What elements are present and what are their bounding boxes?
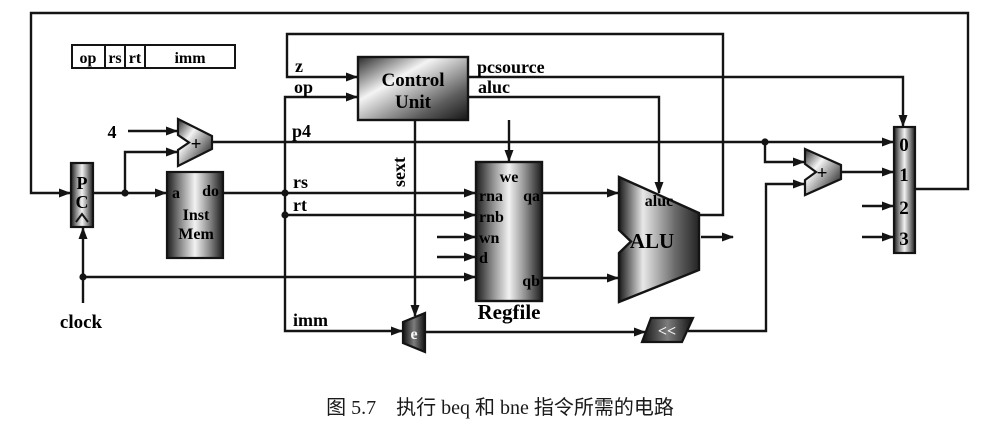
wire-z (285, 32, 725, 217)
extender-label: e (410, 326, 417, 343)
label-rt: rt (293, 195, 307, 215)
field-rs: rs (108, 50, 121, 67)
sign-extender-block: e (401, 311, 427, 354)
control-unit-block: Control Unit (356, 55, 470, 122)
control-unit-name-line1: Control (382, 70, 445, 91)
wire-bus-imm (283, 193, 403, 336)
regfile-port-qb: qb (522, 273, 540, 290)
pc-adder: + (176, 117, 214, 168)
regfile-port-rna: rna (479, 188, 503, 205)
regfile-port-d: d (479, 250, 488, 267)
alu-port-aluc: aluc (645, 193, 673, 210)
junction-dot (281, 211, 289, 219)
junction-dot (281, 189, 289, 197)
label-const4: 4 (108, 122, 117, 142)
label-clock: clock (60, 312, 103, 333)
shifter-label: << (658, 323, 676, 340)
label-z: z (295, 56, 303, 76)
adder-plus-symbol: + (191, 134, 202, 155)
control-unit-name-line2: Unit (395, 92, 432, 113)
wire-p4-branch-to-adder2 (763, 142, 805, 167)
pc-letter-c: C (76, 192, 89, 212)
instmem-name-line1: Inst (183, 207, 210, 224)
label-imm: imm (293, 310, 328, 330)
regfile-block: we rna qa rnb wn d qb Regfile (474, 160, 544, 324)
label-sext: sext (389, 157, 409, 187)
mux-option-1: 1 (899, 165, 909, 186)
clock-edge-icon (75, 212, 89, 223)
junction-dot (761, 138, 769, 146)
branch-adder: + (803, 147, 843, 197)
wire-aluc (468, 95, 664, 194)
shift-left-block: << (640, 316, 695, 344)
alu-label: ALU (630, 229, 674, 253)
field-op: op (80, 50, 97, 67)
instmem-port-a: a (172, 185, 180, 202)
mux-option-2: 2 (899, 198, 909, 219)
regfile-port-qa: qa (523, 188, 540, 205)
instmem-port-do: do (202, 183, 219, 200)
wire-pc-to-adder (123, 147, 178, 193)
label-rs: rs (293, 172, 308, 192)
pc-register: P C (69, 161, 95, 229)
junction-dot (121, 189, 129, 197)
regfile-port-we: we (500, 169, 519, 186)
alu-block: aluc ALU (617, 175, 701, 304)
regfile-label: Regfile (478, 300, 541, 324)
regfile-port-wn: wn (479, 230, 500, 247)
wire-pcsource (468, 75, 908, 127)
wire-bus-op (283, 92, 358, 193)
pc-letter-p: P (77, 173, 88, 193)
wire-pc-feedback-loop (29, 11, 970, 198)
instruction-format-box: op rs rt imm (71, 44, 236, 69)
label-p4: p4 (292, 121, 311, 141)
nextpc-mux: 0 1 2 3 (892, 125, 917, 255)
label-aluc: aluc (478, 77, 510, 97)
field-rt: rt (129, 50, 142, 67)
instmem-name-line2: Mem (178, 226, 214, 243)
mux-option-0: 0 (899, 135, 909, 156)
label-pcsource: pcsource (477, 57, 545, 77)
mux-option-3: 3 (899, 229, 909, 250)
label-op: op (294, 77, 313, 97)
junction-dot (79, 273, 87, 281)
adder-plus-symbol: + (817, 163, 828, 184)
regfile-port-rnb: rnb (479, 209, 504, 226)
field-imm: imm (174, 50, 206, 67)
figure-caption: 图 5.7 执行 beq 和 bne 指令所需的电路 (326, 396, 674, 419)
inst-mem-block: a do Inst Mem (165, 170, 225, 260)
wire-shifter-to-adder2 (688, 179, 805, 333)
